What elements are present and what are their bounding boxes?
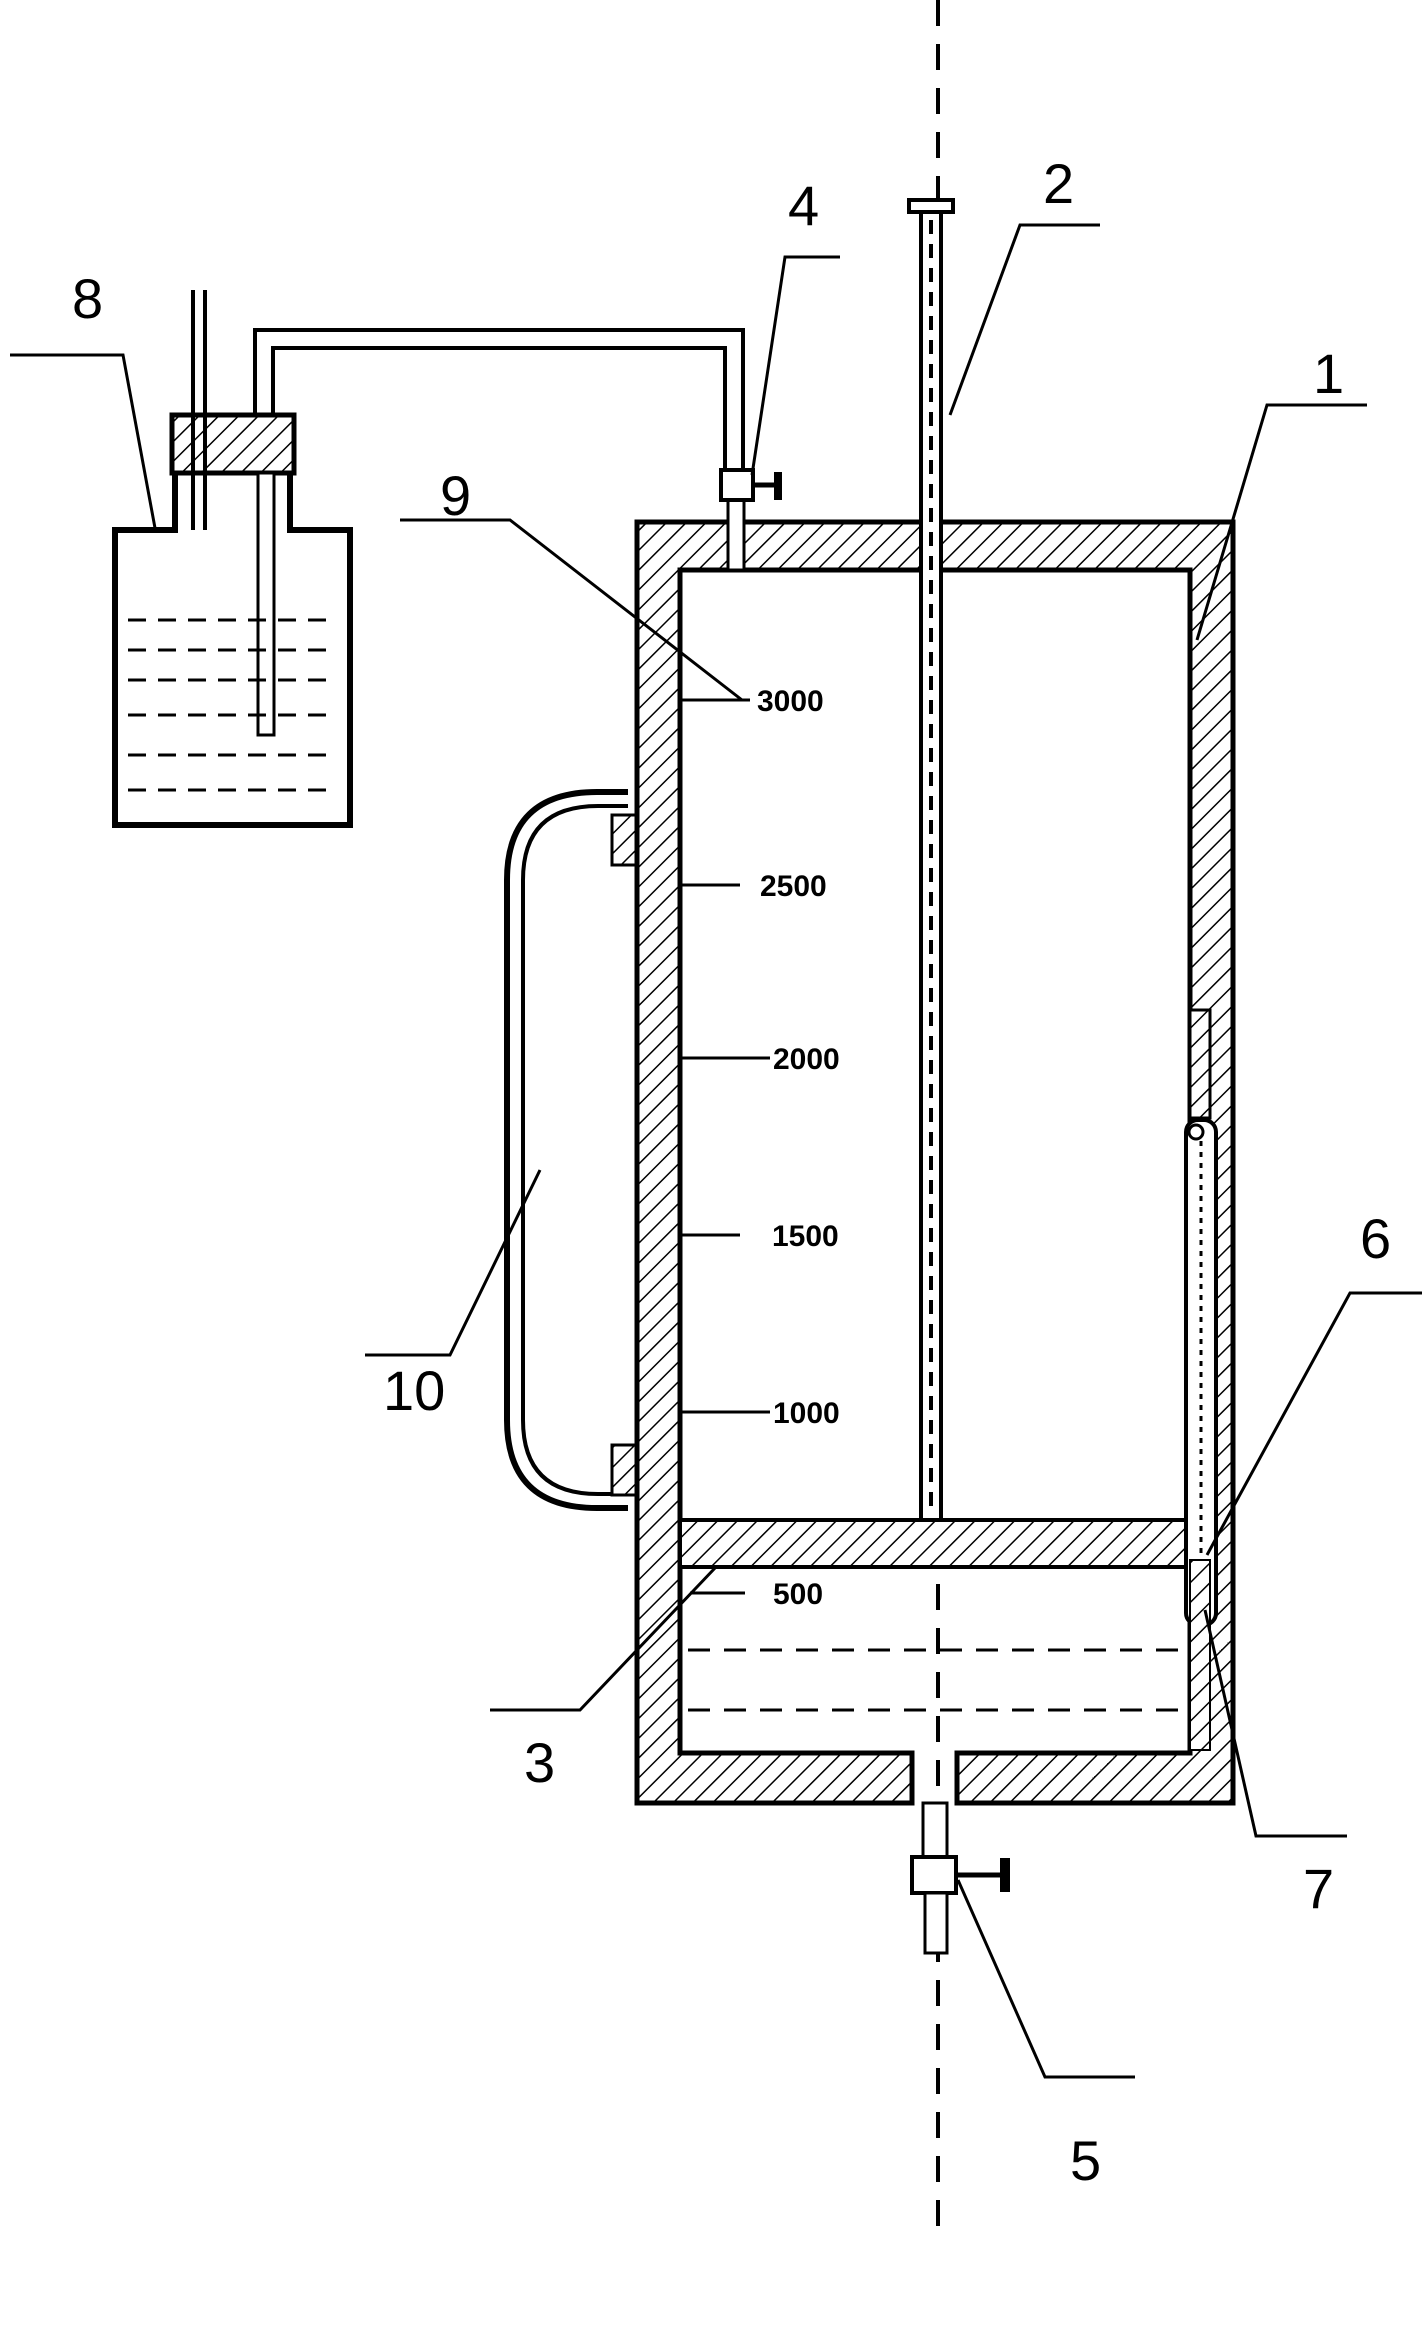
callout-8: 8 (72, 267, 103, 330)
callout-4: 4 (788, 174, 819, 237)
bottom-valve-handle (1000, 1858, 1010, 1892)
bottom-valve (910, 1855, 958, 1895)
connecting-pipe (253, 328, 745, 470)
callout-3: 3 (524, 1731, 555, 1794)
callout-5: 5 (1070, 2129, 1101, 2192)
reservoir-bottle (112, 290, 353, 828)
callout-1: 1 (1313, 342, 1344, 405)
callout-2: 2 (1043, 152, 1074, 215)
scale-label-2000: 2000 (773, 1043, 840, 1076)
scale-marks: 3000 2500 2000 1500 1000 500 (680, 685, 840, 1611)
callout-10: 10 (383, 1359, 445, 1422)
scale-label-1000: 1000 (773, 1397, 840, 1430)
piston-rod (907, 198, 955, 1522)
top-valve (719, 468, 782, 572)
callout-9: 9 (440, 464, 471, 527)
bottle-stopper (169, 412, 297, 476)
bottom-nozzle (923, 1891, 949, 1955)
callout-6: 6 (1360, 1207, 1391, 1270)
main-cylinder (634, 519, 1236, 1955)
u-tube (504, 789, 638, 1511)
scale-label-500: 500 (773, 1578, 823, 1611)
callouts: 1 2 3 4 5 6 7 8 9 10 (72, 152, 1391, 2192)
scale-label-3000: 3000 (757, 685, 824, 718)
leader-lines (10, 223, 1422, 2079)
side-gauge (1184, 1008, 1218, 1751)
callout-7: 7 (1303, 1857, 1334, 1920)
piston (678, 1518, 1192, 1569)
outlet-tube (921, 1801, 949, 1860)
scale-label-1500: 1500 (772, 1220, 839, 1253)
scale-label-2500: 2500 (760, 870, 827, 903)
